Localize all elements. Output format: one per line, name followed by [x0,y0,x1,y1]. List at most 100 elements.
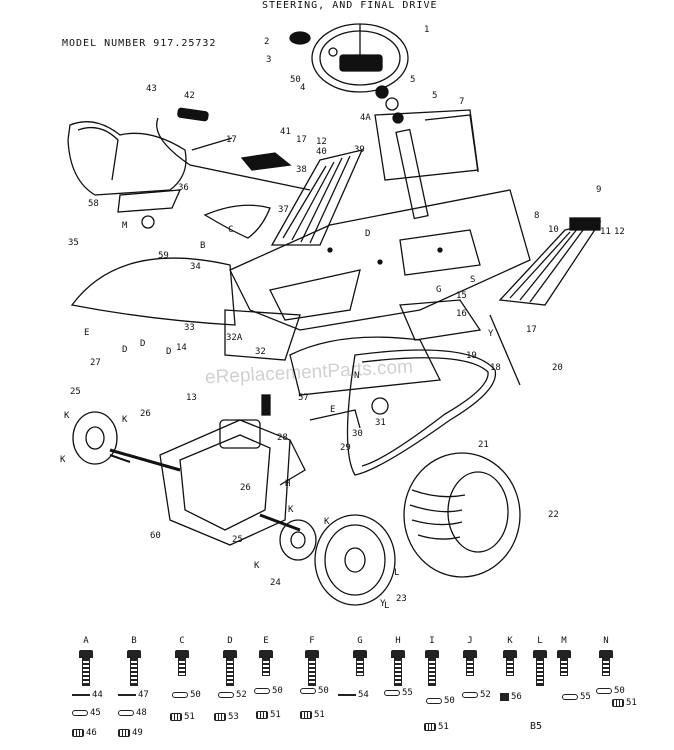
svg-text:H: H [285,479,290,489]
svg-text:37: 37 [278,205,289,215]
battery-tray [224,309,301,361]
rod-icon [118,693,136,696]
svg-text:9: 9 [596,185,601,195]
svg-text:4: 4 [300,83,305,93]
svg-text:11: 11 [600,227,611,237]
model-number: MODEL NUMBER 917.25732 [62,38,217,49]
svg-text:28: 28 [277,433,288,443]
rear-fender [70,257,236,326]
svg-text:D: D [122,345,127,355]
svg-text:39: 39 [354,145,365,155]
hardware-part: 44 [72,690,103,700]
svg-text:K: K [64,411,70,421]
svg-text:5: 5 [410,75,415,85]
hardware-letter: N [603,636,609,646]
bolt-icon [533,650,547,686]
svg-text:K: K [60,455,66,465]
svg-text:Y: Y [380,599,386,609]
hardware-letter: A [83,636,89,646]
svg-text:5: 5 [432,91,437,101]
rear-tire [403,452,521,578]
svg-text:17: 17 [526,325,537,335]
transaxle [109,419,301,546]
svg-text:B: B [200,241,205,251]
svg-text:16: 16 [456,309,467,319]
hardware-part: 52 [462,690,491,700]
washer-icon [172,691,188,698]
hardware-letter: I [429,636,435,646]
svg-text:42: 42 [184,91,195,101]
hardware-letter: D [227,636,233,646]
hardware-letter: G [357,636,363,646]
hardware-part: 46 [72,728,97,738]
seat [67,121,187,196]
hardware-part: 53 [214,712,239,722]
bolt-icon [259,650,273,686]
hardware-letter: E [263,636,269,646]
left-footrest [270,149,364,246]
bolt-icon [127,650,141,686]
svg-text:21: 21 [478,440,489,450]
svg-text:12: 12 [614,227,625,237]
page-title: STEERING, AND FINAL DRIVE [262,0,438,11]
steering-column [374,109,479,220]
bolt-icon [503,650,517,686]
rod-icon [338,693,356,696]
svg-text:59: 59 [158,251,169,261]
washer-part [141,215,155,229]
hardware-letter: J [467,636,473,646]
drive-belt-inner [361,357,489,467]
washer-icon [596,687,612,694]
right-hub [279,519,317,561]
left-hub [72,411,131,465]
pivot-bracket [399,299,482,341]
hardware-column: G [330,636,390,686]
hardware-letter: C [179,636,185,646]
hardware-column: L [510,636,570,686]
hardware-part: 50 [254,686,283,696]
svg-text:26: 26 [240,483,251,493]
bolt-icon [305,650,319,686]
lock-washer-icon [300,710,312,719]
washer-icon [118,709,134,716]
hardware-part: 55 [384,688,413,698]
svg-text:K: K [324,517,330,527]
hardware-part: 51 [170,712,195,722]
hardware-part: 54 [338,690,369,700]
nut-part [375,85,389,99]
hardware-letter: F [309,636,315,646]
nut-icon [500,692,509,701]
svg-text:60: 60 [150,531,161,541]
svg-text:31: 31 [375,418,386,428]
bolt-icon [353,650,367,686]
svg-text:27: 27 [90,358,101,368]
svg-text:M: M [122,221,128,231]
svg-text:4A: 4A [360,113,371,123]
washer-icon [300,687,316,694]
washer-icon [72,709,88,716]
svg-text:29: 29 [340,443,351,453]
lock-washer-icon [214,712,226,721]
hardware-column: D [200,636,260,686]
svg-text:Y: Y [488,329,494,339]
fender-bracket [203,204,271,239]
svg-text:35: 35 [68,238,79,248]
svg-text:43: 43 [146,84,157,94]
right-fender [289,336,442,396]
svg-text:25: 25 [70,387,81,397]
svg-text:D: D [166,347,171,357]
bolt-icon [557,650,571,686]
hardware-column: C [152,636,212,686]
hardware-letter: B [131,636,137,646]
rod-icon [72,693,90,696]
main-frame [229,189,531,331]
bolt-icon [391,650,405,686]
svg-text:K: K [254,561,260,571]
washer-icon [218,691,234,698]
washer-part [328,47,338,57]
bolt-icon [599,650,613,686]
washer-icon [462,691,478,698]
rod-part [191,137,233,151]
